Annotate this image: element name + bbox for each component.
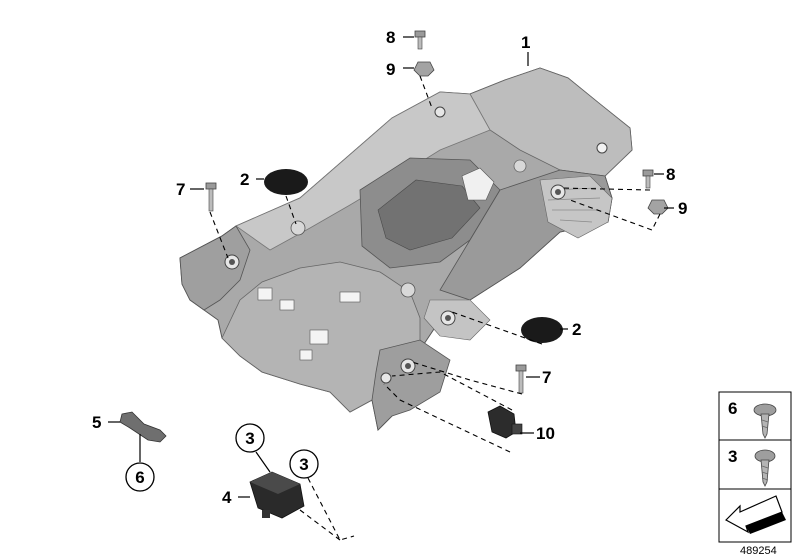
connector-part-10 (487, 405, 523, 439)
circle-part-6 (125, 462, 155, 492)
nut-part-9-right (647, 199, 669, 215)
legend-label-3: 3 (728, 447, 737, 466)
bolt-part-7-left (205, 182, 217, 212)
circle-part-3-b (289, 449, 319, 479)
bracket-part-5 (119, 411, 167, 443)
label-part-2-upper: 2 (240, 170, 249, 189)
screw-icon-torx-head (753, 403, 777, 439)
label-part-2-lower: 2 (572, 320, 581, 339)
bolt-part-7-right (515, 364, 527, 394)
label-part-8-right: 8 (666, 165, 675, 184)
label-part-7-left: 7 (176, 180, 185, 199)
bolt-part-8-top (414, 30, 426, 50)
label-part-10: 10 (536, 424, 555, 443)
label-part-7-right: 7 (542, 368, 551, 387)
label-part-9-right: 9 (678, 199, 687, 218)
screw-icon-pan-head (754, 449, 776, 487)
label-part-5: 5 (92, 413, 101, 432)
label-part-3-a: 3 (245, 429, 254, 448)
cap-part-upper (264, 169, 308, 195)
arrow-icon (725, 495, 786, 534)
cap-part-lower (521, 317, 563, 343)
leader-lines (108, 36, 674, 498)
label-part-4: 4 (222, 488, 232, 507)
bolt-part-8-right (642, 169, 654, 189)
drawing-number: 489254 (740, 545, 777, 557)
label-part-1: 1 (521, 33, 530, 52)
label-part-3-b: 3 (299, 455, 308, 474)
module-part-4 (249, 471, 305, 519)
label-part-6: 6 (135, 468, 144, 487)
nut-part-9-top (413, 61, 435, 77)
legend-label-6: 6 (728, 399, 737, 418)
legend-box: 6 3 (718, 391, 792, 543)
rear-frame-part (179, 67, 633, 432)
label-part-8-top: 8 (386, 28, 395, 47)
label-part-9-top: 9 (386, 60, 395, 79)
circle-part-3-a (235, 423, 265, 453)
dashed-leader-lines (209, 75, 661, 541)
